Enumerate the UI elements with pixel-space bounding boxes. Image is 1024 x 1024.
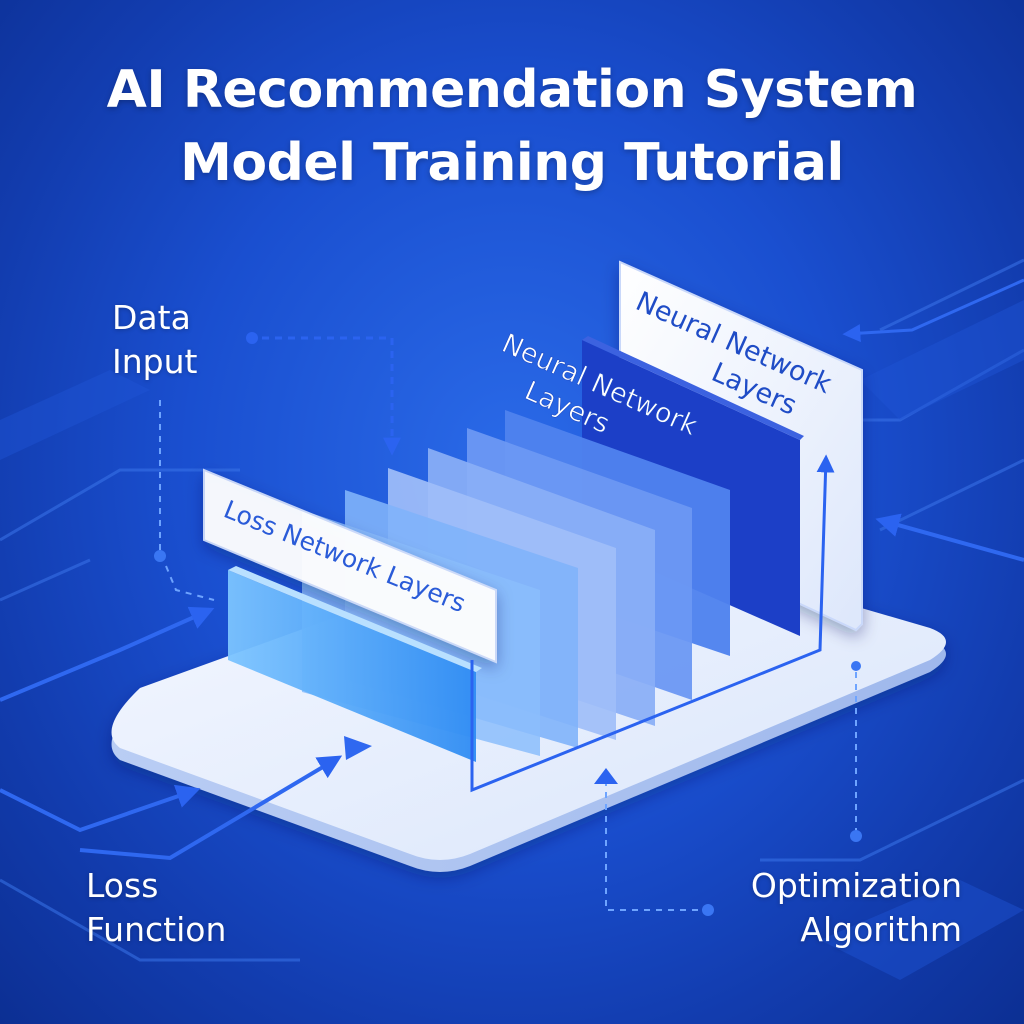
loss-function-label: Loss Function (86, 864, 226, 952)
title-line-1: AI Recommendation System (106, 60, 918, 120)
data-input-label: Data Input (112, 296, 197, 384)
loss-function-label-line1: Loss (86, 866, 159, 905)
background-tiles (0, 300, 1024, 980)
background-circuit-lines (0, 258, 1024, 962)
data-input-connector (154, 332, 401, 601)
optimization-label-line1: Optimization (750, 866, 962, 905)
optimization-algorithm-label: Optimization Algorithm (712, 864, 962, 952)
data-input-label-line2: Input (112, 342, 198, 381)
loss-function-label-line2: Function (86, 910, 227, 949)
front-block (228, 566, 482, 762)
data-input-label-line1: Data (112, 298, 191, 337)
title-line-2: Model Training Tutorial (180, 133, 844, 193)
optimization-connector (470, 278, 1024, 916)
front-card (203, 468, 497, 664)
optimization-label-line2: Algorithm (800, 910, 962, 949)
loss-function-arrows (0, 606, 372, 861)
